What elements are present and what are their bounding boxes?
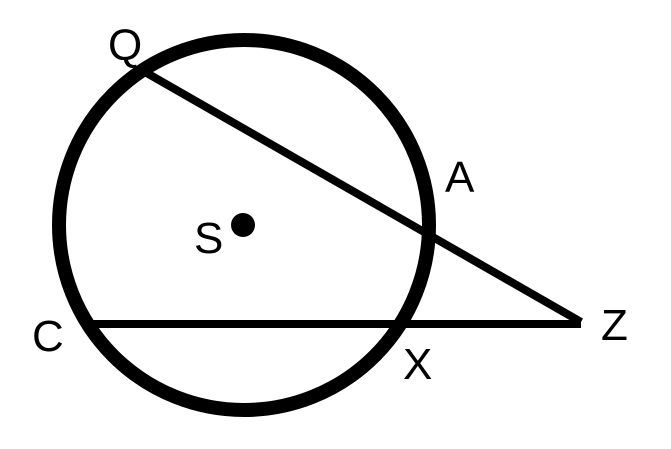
label-x: X (403, 340, 432, 389)
label-z: Z (601, 301, 628, 350)
circle (52, 33, 436, 417)
center-point (231, 213, 255, 237)
label-a: A (445, 153, 475, 202)
label-c: C (32, 312, 64, 361)
label-s: S (194, 214, 223, 263)
secant-qz (143, 68, 583, 326)
label-q: Q (108, 21, 142, 70)
